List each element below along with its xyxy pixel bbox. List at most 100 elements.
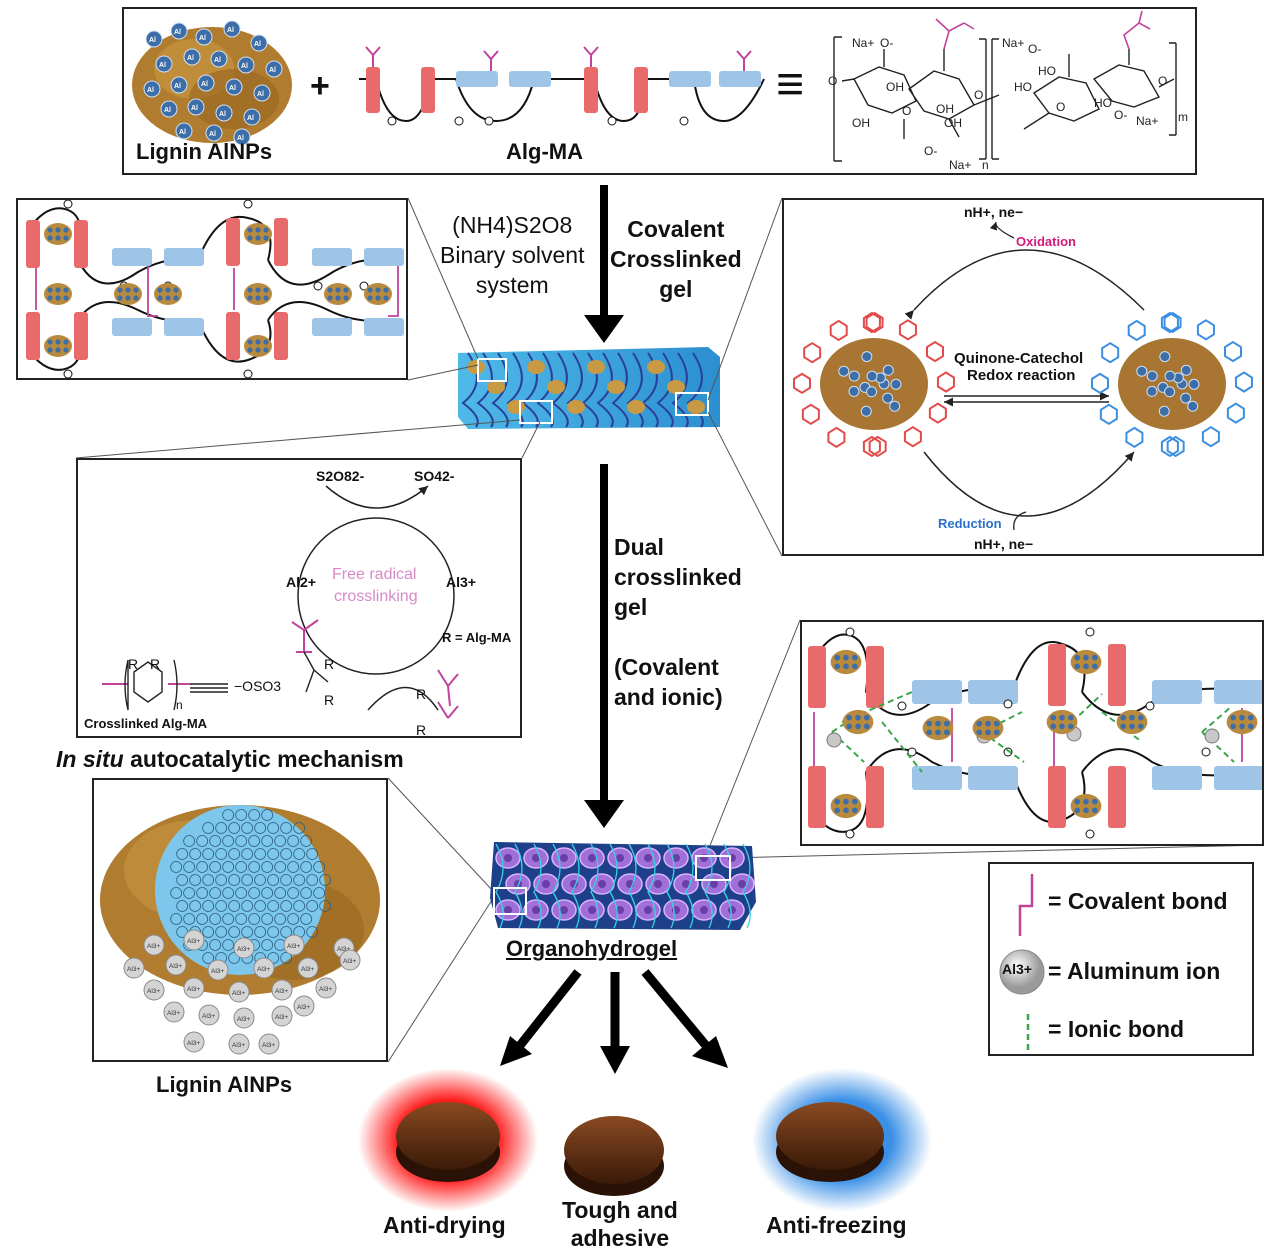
- n-subscript: n: [176, 698, 183, 712]
- covalent-bond-icon: [1018, 874, 1034, 936]
- organohydrogel-block: [490, 842, 756, 930]
- svg-text:Na+: Na+: [852, 36, 874, 50]
- svg-text:Al3+: Al3+: [202, 1013, 215, 1020]
- svg-text:OH: OH: [936, 102, 954, 116]
- r-label-5: R: [128, 656, 139, 672]
- al3-label: Al3+: [446, 574, 476, 590]
- legend-covalent: = Covalent bond: [1048, 888, 1228, 914]
- r-label-4: R: [416, 722, 427, 738]
- svg-text:Al: Al: [147, 87, 154, 94]
- legend-graphic: [999, 874, 1045, 1050]
- redox-center-1: Quinone-Catechol: [954, 350, 1084, 367]
- r-label-2: R: [324, 692, 335, 708]
- svg-text:Al: Al: [149, 37, 156, 44]
- svg-text:Al3+: Al3+: [187, 986, 200, 993]
- legend-ionic: = Ionic bond: [1048, 1016, 1185, 1042]
- svg-text:OH: OH: [944, 116, 962, 130]
- nanoparticle-panel: Al3+ Al3+ Al3+ Al3+ Al3+ Al3+ Al3+ Al3+ Al3+ Al3+…: [92, 778, 388, 1062]
- mechanism-caption-italic: In situ: [56, 746, 124, 772]
- covalent-line-3: gel: [659, 276, 693, 302]
- svg-text:Al3+: Al3+: [232, 990, 245, 997]
- r-label-1: R: [324, 656, 335, 672]
- reagent-line-1: (NH4)S2O8: [452, 212, 573, 238]
- r-equals-label: R = Alg-MA: [442, 630, 512, 645]
- tough-line-2: adhesive: [570, 1225, 670, 1251]
- svg-text:Al3+: Al3+: [275, 1014, 288, 1021]
- svg-text:Al3+: Al3+: [287, 943, 300, 950]
- redox-center-2: Redox reaction: [967, 367, 1076, 384]
- svg-text:Al: Al: [174, 29, 181, 36]
- svg-text:Al: Al: [254, 41, 261, 48]
- svg-text:O-: O-: [1028, 42, 1041, 56]
- alginate-structure: Na+ O- OH OH OH OH O- Na+ Na+ O- HO HO H…: [828, 10, 1188, 172]
- svg-text:Al: Al: [199, 35, 206, 42]
- covalent-network-panel: [16, 198, 408, 380]
- svg-text:O-: O-: [924, 144, 937, 158]
- organohydrogel-label: Organohydrogel: [506, 936, 678, 961]
- svg-text:HO: HO: [1038, 64, 1056, 78]
- svg-text:O-: O-: [1114, 108, 1127, 122]
- plus-sign: +: [310, 67, 330, 105]
- svg-text:Al: Al: [159, 62, 166, 69]
- arrow-head-2: [584, 800, 624, 828]
- svg-text:Al3+: Al3+: [167, 1010, 180, 1017]
- dual-line-1: Dual: [614, 534, 664, 560]
- disc-tough: [564, 1116, 664, 1196]
- reagent-line-2: Binary solvent: [440, 242, 585, 268]
- nanoparticle-graphic: Al3+ Al3+ Al3+ Al3+ Al3+ Al3+ Al3+ Al3+ Al3+ Al3+…: [100, 805, 380, 1055]
- svg-text:Al: Al: [219, 111, 226, 118]
- svg-text:Al3+: Al3+: [237, 1016, 250, 1023]
- arrow-down-1: [600, 185, 608, 320]
- dual-line-2: crosslinked: [614, 564, 742, 590]
- oxidation-label: Oxidation: [1016, 234, 1076, 249]
- svg-text:Al: Al: [164, 107, 171, 114]
- dual-line-5: and ionic): [614, 684, 723, 710]
- svg-text:HO: HO: [1094, 96, 1112, 110]
- reagent-text: (NH4)S2O8 Binary solvent system: [440, 210, 584, 300]
- svg-text:Na+: Na+: [1136, 114, 1158, 128]
- outcome-arrows: [500, 969, 728, 1074]
- svg-text:Al3+: Al3+: [301, 966, 314, 973]
- svg-text:Al3+: Al3+: [275, 988, 288, 995]
- legend-ion-symbol: Al3+: [1002, 961, 1032, 977]
- equivalence-sign: ≡: [776, 58, 805, 111]
- svg-text:HO: HO: [1014, 80, 1032, 94]
- svg-text:O: O: [902, 104, 911, 118]
- arrow-down-2: [600, 464, 608, 804]
- covalent-gel-text: Covalent Crosslinked gel: [610, 214, 742, 304]
- svg-text:Al: Al: [201, 81, 208, 88]
- mechanism-caption-rest: autocatalytic mechanism: [123, 746, 404, 772]
- r-label-6: R: [150, 656, 161, 672]
- covalent-line-1: Covalent: [627, 216, 725, 242]
- tough-line-1: Tough and: [562, 1197, 678, 1223]
- svg-text:Al3+: Al3+: [127, 966, 140, 973]
- svg-text:Al3+: Al3+: [187, 938, 200, 945]
- mechanism-caption: In situ autocatalytic mechanism: [56, 746, 404, 773]
- al2-label: Al2+: [286, 574, 316, 590]
- svg-text:Al3+: Al3+: [319, 986, 332, 993]
- mechanism-graphic: [102, 485, 459, 719]
- svg-text:Na+: Na+: [1002, 36, 1024, 50]
- mechanism-panel: S2O82- SO42- Al2+ Al3+ Free radical cros…: [76, 458, 522, 738]
- reduction-label: Reduction: [938, 516, 1002, 531]
- svg-text:Al3+: Al3+: [169, 963, 182, 970]
- outcome-discs: [358, 1068, 932, 1212]
- so4-label: SO42-: [414, 468, 455, 484]
- redox-bottom-label: nH+, ne−: [974, 536, 1034, 552]
- redox-graphic: [793, 221, 1253, 531]
- svg-text:Al3+: Al3+: [257, 966, 270, 973]
- svg-text:Al3+: Al3+: [147, 988, 160, 995]
- oso3-label: −OSO3: [234, 678, 282, 694]
- svg-text:Al3+: Al3+: [262, 1042, 275, 1049]
- legend-panel: Al3+ = Covalent bond = Aluminum ion = Io…: [988, 862, 1254, 1056]
- algma-label-top: Alg-MA: [506, 139, 583, 164]
- svg-text:Al: Al: [229, 85, 236, 92]
- reduced-particle: [1091, 311, 1253, 458]
- svg-text:Al3+: Al3+: [237, 946, 250, 953]
- svg-text:O-: O-: [880, 36, 893, 50]
- svg-text:Al3+: Al3+: [187, 1040, 200, 1047]
- covalent-line-2: Crosslinked: [610, 246, 742, 272]
- svg-text:Al3+: Al3+: [297, 1004, 310, 1011]
- svg-text:O: O: [828, 74, 837, 88]
